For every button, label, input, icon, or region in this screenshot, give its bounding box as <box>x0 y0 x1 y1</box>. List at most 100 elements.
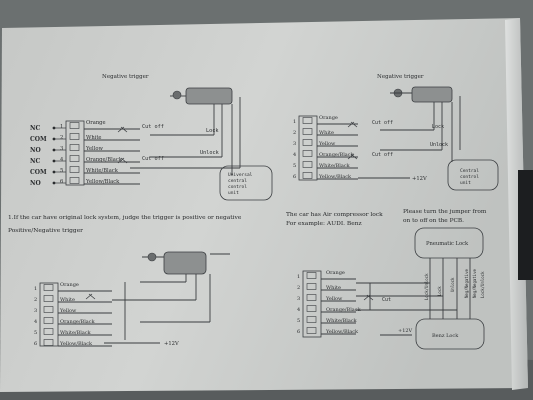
caption-right: Please turn the jumper from on to off on… <box>403 209 487 224</box>
bl-voltage: +12V <box>164 341 179 347</box>
diagram-tr-pin: 3 <box>293 141 296 147</box>
diagram-br-slot <box>306 272 317 279</box>
diagram-bl-wire-label: Yellow <box>59 308 77 314</box>
diagram-br-pin: 1 <box>297 274 300 280</box>
svg-text:The car has Air compressor loc: The car has Air compressor lock <box>286 212 383 218</box>
tl-unit-label: control <box>228 184 247 190</box>
tl-relay-dot <box>52 170 56 174</box>
diagram-tl-wire-label: White/Black <box>86 168 119 174</box>
tl-lock: Lock <box>206 128 219 134</box>
tl-relay-label: COM <box>30 136 47 143</box>
tl-relay-dot <box>52 159 56 163</box>
diagram-bl-wire-label: Orange/Black <box>60 319 96 325</box>
tl-cut-off-2: Cut off <box>142 156 164 162</box>
svg-text:on to off on the PCB.: on to off on the PCB. <box>403 218 464 224</box>
diagram-tl-wire-label: White <box>86 135 102 141</box>
tr-unlock: Unlock <box>430 142 448 148</box>
diagram-tl-slot <box>69 166 80 173</box>
cut-off-switch-icon <box>85 293 96 300</box>
br-voltage: +12V <box>398 328 413 334</box>
diagram-bl-slot <box>43 328 54 335</box>
diagram-tr-wire-label: Orange/Black <box>319 152 355 158</box>
diagram-tl-wire-label: Orange <box>86 120 106 126</box>
diagram-tr-pin: 5 <box>293 163 296 169</box>
diagram-bl-wire-label: White/Black <box>60 330 92 336</box>
paper-sheet <box>0 18 528 392</box>
diagram-tr-slot <box>302 117 313 124</box>
diagram-bl-wire-label: Orange <box>60 282 79 288</box>
diagram-bl-pin: 3 <box>34 308 37 314</box>
diagram-br-pin: 3 <box>297 296 300 302</box>
tl-unit-label: Universal <box>228 172 253 178</box>
diagram-tl-slot <box>69 133 80 140</box>
diagram-tl-slot <box>69 155 80 162</box>
diagram-br-pin: 4 <box>297 307 300 313</box>
diagram-br-slot <box>306 294 317 301</box>
diagram-br-wire-label: Orange/Black <box>326 307 362 313</box>
br-benz-lock <box>415 318 485 350</box>
tr-unit-label: unit <box>460 180 471 186</box>
svg-text:Positive/Negative trigger: Positive/Negative trigger <box>8 228 83 234</box>
page-edge <box>505 18 528 390</box>
tr-unit-label: control <box>460 174 479 180</box>
tl-relay-label: NO <box>30 180 41 187</box>
diagram-tr-slot <box>302 161 313 168</box>
tr-title: Negative trigger <box>377 74 424 80</box>
diagram-bl-pin: 1 <box>34 286 37 292</box>
diagram-br-slot <box>306 327 317 334</box>
diagram-br-slot <box>306 283 317 290</box>
tl-cut-off-1: Cut off <box>142 124 164 130</box>
diagram-bl-slot <box>43 306 54 313</box>
diagram-tl-pin: 6 <box>60 179 63 185</box>
caption-mid: The car has Air compressor lock For exam… <box>286 212 383 227</box>
diagram-br-slot <box>306 305 317 312</box>
tl-relay-label: NC <box>30 158 40 165</box>
br-vertical-label: Neg/Negative <box>464 269 469 298</box>
br-pneumatic-lock <box>414 227 484 259</box>
tl-title: Negative trigger <box>102 74 149 80</box>
tl-relay-dot <box>52 137 56 141</box>
diagram-br-pin: 2 <box>297 285 300 291</box>
diagram-top-left: Negative trigger <box>65 74 273 201</box>
diagram-tl-pin: 5 <box>60 168 63 174</box>
diagram-br-wire-label: Yellow/Black <box>325 329 359 335</box>
diagram-bottom-right: Pneumatic Lock Benz Lock <box>302 227 485 350</box>
tr-actuator <box>411 86 453 103</box>
svg-text:1.If the car have original loc: 1.If the car have original lock system, … <box>8 215 242 221</box>
diagram-bl-slot <box>43 317 54 324</box>
diagram-tl-slot <box>69 144 80 151</box>
br-vertical-label: Lock/Unlock <box>424 273 429 300</box>
br-vertical-label: Unlock <box>450 277 455 292</box>
diagram-bl-slot <box>43 295 54 302</box>
br-pneumatic-label: Pneumatic Lock <box>426 241 469 247</box>
diagram-bl-slot <box>43 284 54 291</box>
diagram-bl-pin: 4 <box>34 319 37 325</box>
tl-actuator <box>185 87 233 105</box>
diagram-tl-slot <box>69 122 80 129</box>
cut-off-switch-icon <box>347 153 358 160</box>
diagram-tr-wire-label: White <box>319 130 334 136</box>
diagram-bottom-left <box>39 251 230 347</box>
diagram-br-pin: 6 <box>297 329 300 335</box>
diagram-br-wire-label: White/Black <box>326 318 358 324</box>
diagram-tl-slot <box>69 177 80 184</box>
tr-cut-off-1: Cut off <box>372 120 393 126</box>
br-cut: Cut <box>382 297 391 303</box>
diagram-tr-pin: 2 <box>293 130 296 136</box>
diagram-tl-pin: 3 <box>60 146 63 152</box>
diagram-tl-pin: 4 <box>60 157 64 163</box>
diagram-bl-wire-label: Yellow/Black <box>59 341 93 347</box>
diagram-tr-slot <box>302 150 313 157</box>
diagram-tr-slot <box>302 128 313 135</box>
cut-off-switch-icon <box>363 294 374 301</box>
diagram-tl-wire-label: Orange/Black <box>86 157 123 163</box>
svg-text:Please turn the jumper from: Please turn the jumper from <box>403 209 487 215</box>
diagram-br-pin: 5 <box>297 318 300 324</box>
diagram-tr-pin: 6 <box>293 174 296 180</box>
diagram-tr-slot <box>302 139 313 146</box>
br-vertical-label: Lock <box>437 286 442 296</box>
diagram-bl-slot <box>43 339 54 346</box>
tl-relay-label: COM <box>30 169 47 176</box>
diagram-tl-pin: 2 <box>60 135 63 141</box>
tl-relay-dot <box>52 126 56 130</box>
